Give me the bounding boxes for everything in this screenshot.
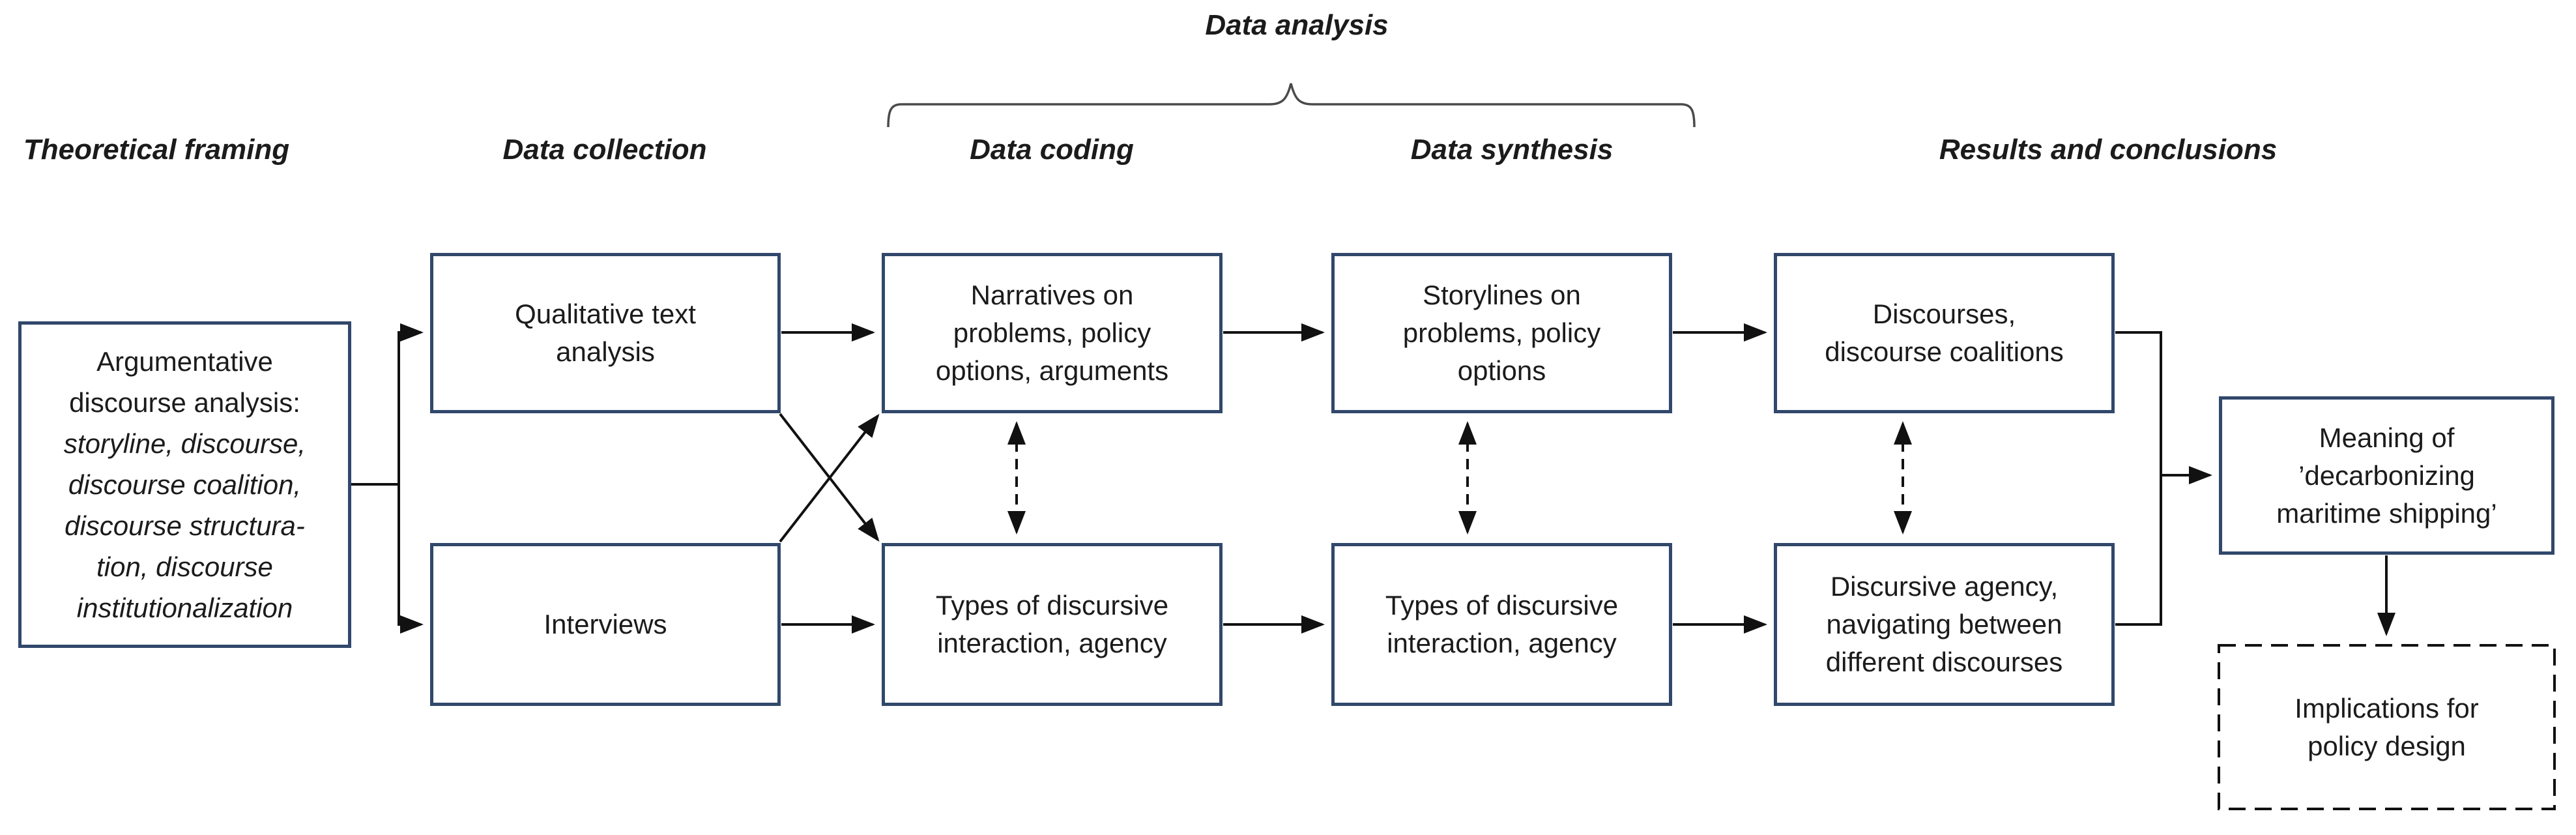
box-storylines: Storylines on problems, policy options [1331, 253, 1672, 413]
types-synthesis-text: Types of discursive interaction, agency [1385, 590, 1619, 658]
box-interviews: Interviews [430, 543, 781, 706]
discourses-text: Discourses, discourse coalitions [1825, 299, 2064, 367]
header-theoretical-framing: Theoretical framing [23, 134, 290, 166]
header-results-conclusions: Results and conclusions [1939, 134, 2278, 166]
data-analysis-brace [887, 83, 1696, 128]
arrow-cross-interviews-to-narratives [779, 413, 880, 543]
box-narratives: Narratives on problems, policy options, … [882, 253, 1223, 413]
implications-box-outline [2218, 644, 2556, 810]
box-types-coding: Types of discursive interaction, agency [882, 543, 1223, 706]
types-coding-text: Types of discursive interaction, agency [935, 590, 1169, 658]
interviews-text: Interviews [543, 609, 667, 639]
theory-italic-text: storyline, discourse, discourse coalitio… [63, 428, 306, 623]
box-meaning: Meaning of ’decarbonizing maritime shipp… [2219, 396, 2554, 555]
box-theoretical-framing: Argumentative discourse analysis: storyl… [18, 321, 351, 648]
narratives-text: Narratives on problems, policy options, … [935, 280, 1169, 386]
box-discourses: Discourses, discourse coalitions [1774, 253, 2115, 413]
discursive-agency-text: Discursive agency, navigating between di… [1825, 571, 2063, 677]
header-data-collection: Data collection [502, 134, 707, 166]
box-implications: Implications for policy design [2219, 645, 2554, 809]
box-discursive-agency: Discursive agency, navigating between di… [1774, 543, 2115, 706]
header-data-coding: Data coding [970, 134, 1134, 166]
meaning-text: Meaning of ’decarbonizing maritime shipp… [2276, 422, 2497, 529]
box-qualitative-text-analysis: Qualitative text analysis [430, 253, 781, 413]
header-data-analysis: Data analysis [1205, 9, 1389, 41]
qualitative-text: Qualitative text analysis [515, 299, 696, 367]
implications-text: Implications for policy design [2294, 692, 2479, 761]
theory-regular-text: Argumentative discourse analysis: [69, 346, 300, 418]
header-data-synthesis: Data synthesis [1410, 134, 1614, 166]
storylines-text: Storylines on problems, policy options [1402, 280, 1601, 386]
box-types-synthesis: Types of discursive interaction, agency [1331, 543, 1672, 706]
